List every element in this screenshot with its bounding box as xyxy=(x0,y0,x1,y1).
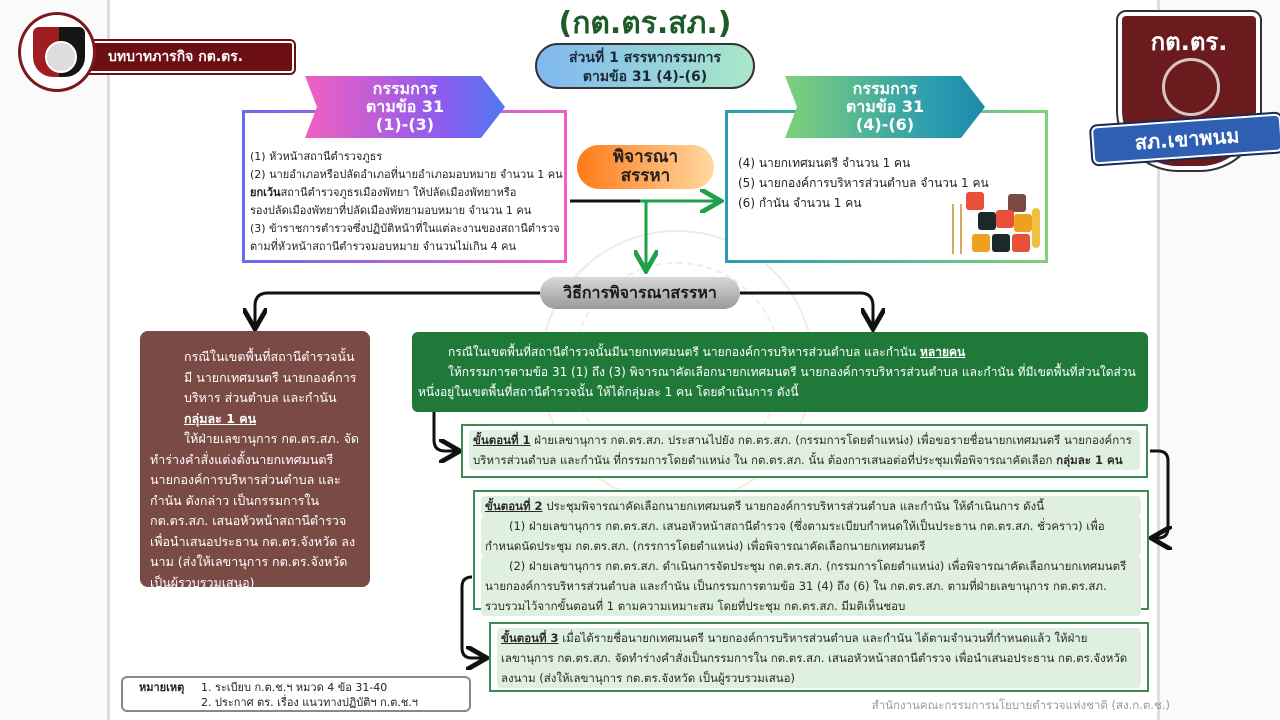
case-single-intro: กรณีในเขตพื้นที่สถานีตำรวจนั้นมี นายกเทศ… xyxy=(184,349,357,426)
section-title: ส่วนที่ 1 สรรหากรรมการ ตามข้อ 31 (4)-(6) xyxy=(535,43,755,89)
committee-4-6-list: (4) นายกเทศมนตรี จำนวน 1 คน (5) นายกองค์… xyxy=(738,153,1038,213)
list-item: (1) หัวหน้าสถานีตำรวจภูธร xyxy=(250,150,383,163)
committee-1-3-list: (1) หัวหน้าสถานีตำรวจภูธร (2) นายอำเภอหร… xyxy=(250,148,565,256)
logo-seal-icon xyxy=(1162,58,1220,116)
logo-title: กต.ตร. xyxy=(1150,28,1228,56)
step-2-sub-2: (2) ฝ่ายเลขานุการ กต.ตร.สภ. ดำเนินการจัด… xyxy=(481,556,1141,616)
section-title-line2: ตามข้อ 31 (4)-(6) xyxy=(582,69,708,85)
source-credit: สำนักงานคณะกรรมการนโยบายตำรวจแห่งชาติ (ส… xyxy=(871,698,1170,712)
committee-1-3-banner: กรรมการ ตามข้อ 31 (1)-(3) xyxy=(305,76,505,138)
case-single-action: ให้ฝ่ายเลขานุการ กต.ตร.สภ. จัดทำร่างคำสั… xyxy=(150,431,360,590)
list-item: (3) ข้าราชการตำรวจซึ่งปฏิบัติหน้าที่ในแต… xyxy=(250,222,560,235)
case-multi-intro: กรณีในเขตพื้นที่สถานีตำรวจนั้นมีนายกเทศม… xyxy=(448,345,966,359)
committee-logo: กต.ตร. สภ.เขาพนม xyxy=(1088,8,1280,173)
header-badge: บทบาทภารกิจ กต.ตร. xyxy=(18,12,296,94)
exception-label: ยกเว้น xyxy=(250,186,281,199)
police-station-emblem-icon xyxy=(18,12,96,92)
step-2-label: ขั้นตอนที่ 2 xyxy=(485,499,543,513)
case-single-box: กรณีในเขตพื้นที่สถานีตำรวจนั้นมี นายกเทศ… xyxy=(140,331,370,590)
committee-4-6-banner: กรรมการ ตามข้อ 31 (4)-(6) xyxy=(785,76,985,138)
list-item: รองปลัดเมืองพัทยาที่ปลัดเมืองพัทยามอบหมา… xyxy=(250,204,532,217)
puzzle-teamwork-illustration-icon xyxy=(948,190,1043,258)
list-item: (5) นายกองค์การบริหารส่วนตำบล จำนวน 1 คน xyxy=(738,176,989,190)
list-item: (2) นายอำเภอหรือปลัดอำเภอที่นายอำเภอมอบห… xyxy=(250,168,563,181)
remarks-label: หมายเหตุ xyxy=(139,681,185,694)
badge-label: บทบาทภารกิจ กต.ตร. xyxy=(82,39,296,75)
list-item: (4) นายกเทศมนตรี จำนวน 1 คน xyxy=(738,156,911,170)
step-3-box: ขั้นตอนที่ 3 เมื่อได้รายชื่อนายกเทศมนตรี… xyxy=(489,622,1149,692)
step-1-box: ขั้นตอนที่ 1 ฝ่ายเลขานุการ กต.ตร.สภ. ประ… xyxy=(461,424,1148,478)
case-multi-action: ให้กรรมการตามข้อ 31 (1) ถึง (3) พิจารณาค… xyxy=(418,365,1136,399)
case-multi-box: กรณีในเขตพื้นที่สถานีตำรวจนั้นมีนายกเทศม… xyxy=(412,332,1148,412)
step-1-label: ขั้นตอนที่ 1 xyxy=(473,433,531,447)
remarks-box: หมายเหตุ 1. ระเบียบ ก.ต.ช.ฯ หมวด 4 ข้อ 3… xyxy=(121,676,471,712)
method-label: วิธีการพิจารณาสรรหา xyxy=(540,277,740,309)
section-title-line1: ส่วนที่ 1 สรรหากรรมการ xyxy=(569,50,721,66)
remarks-list: 1. ระเบียบ ก.ต.ช.ฯ หมวด 4 ข้อ 31-40 2. ป… xyxy=(201,680,418,710)
step-2-sub-1: (1) ฝ่ายเลขานุการ กต.ตร.สภ. เสนอหัวหน้าส… xyxy=(481,516,1141,556)
case-multi-emphasis: หลายคน xyxy=(919,345,966,359)
step-2-box: ขั้นตอนที่ 2 ประชุมพิจารณาคัดเลือกนายกเท… xyxy=(473,490,1149,616)
page-title: (กต.ตร.สภ.) xyxy=(558,6,732,41)
list-item: 1. ระเบียบ ก.ต.ช.ฯ หมวด 4 ข้อ 31-40 xyxy=(201,681,388,694)
list-item: 2. ประกาศ ตร. เรื่อง แนวทางปฏิบัติฯ ก.ต.… xyxy=(201,696,418,709)
consider-recruit-badge: พิจารณา สรรหา xyxy=(577,145,714,189)
list-item: ตามที่หัวหน้าสถานีตำรวจมอบหมาย จำนวนไม่เ… xyxy=(250,240,517,253)
list-item: (6) กำนัน จำนวน 1 คน xyxy=(738,196,862,210)
case-single-emphasis: กลุ่มละ 1 คน xyxy=(184,410,257,426)
step-3-label: ขั้นตอนที่ 3 xyxy=(501,631,559,645)
list-item: ยกเว้นสถานีตำรวจภูธรเมืองพัทยา ให้ปลัดเม… xyxy=(250,186,517,199)
